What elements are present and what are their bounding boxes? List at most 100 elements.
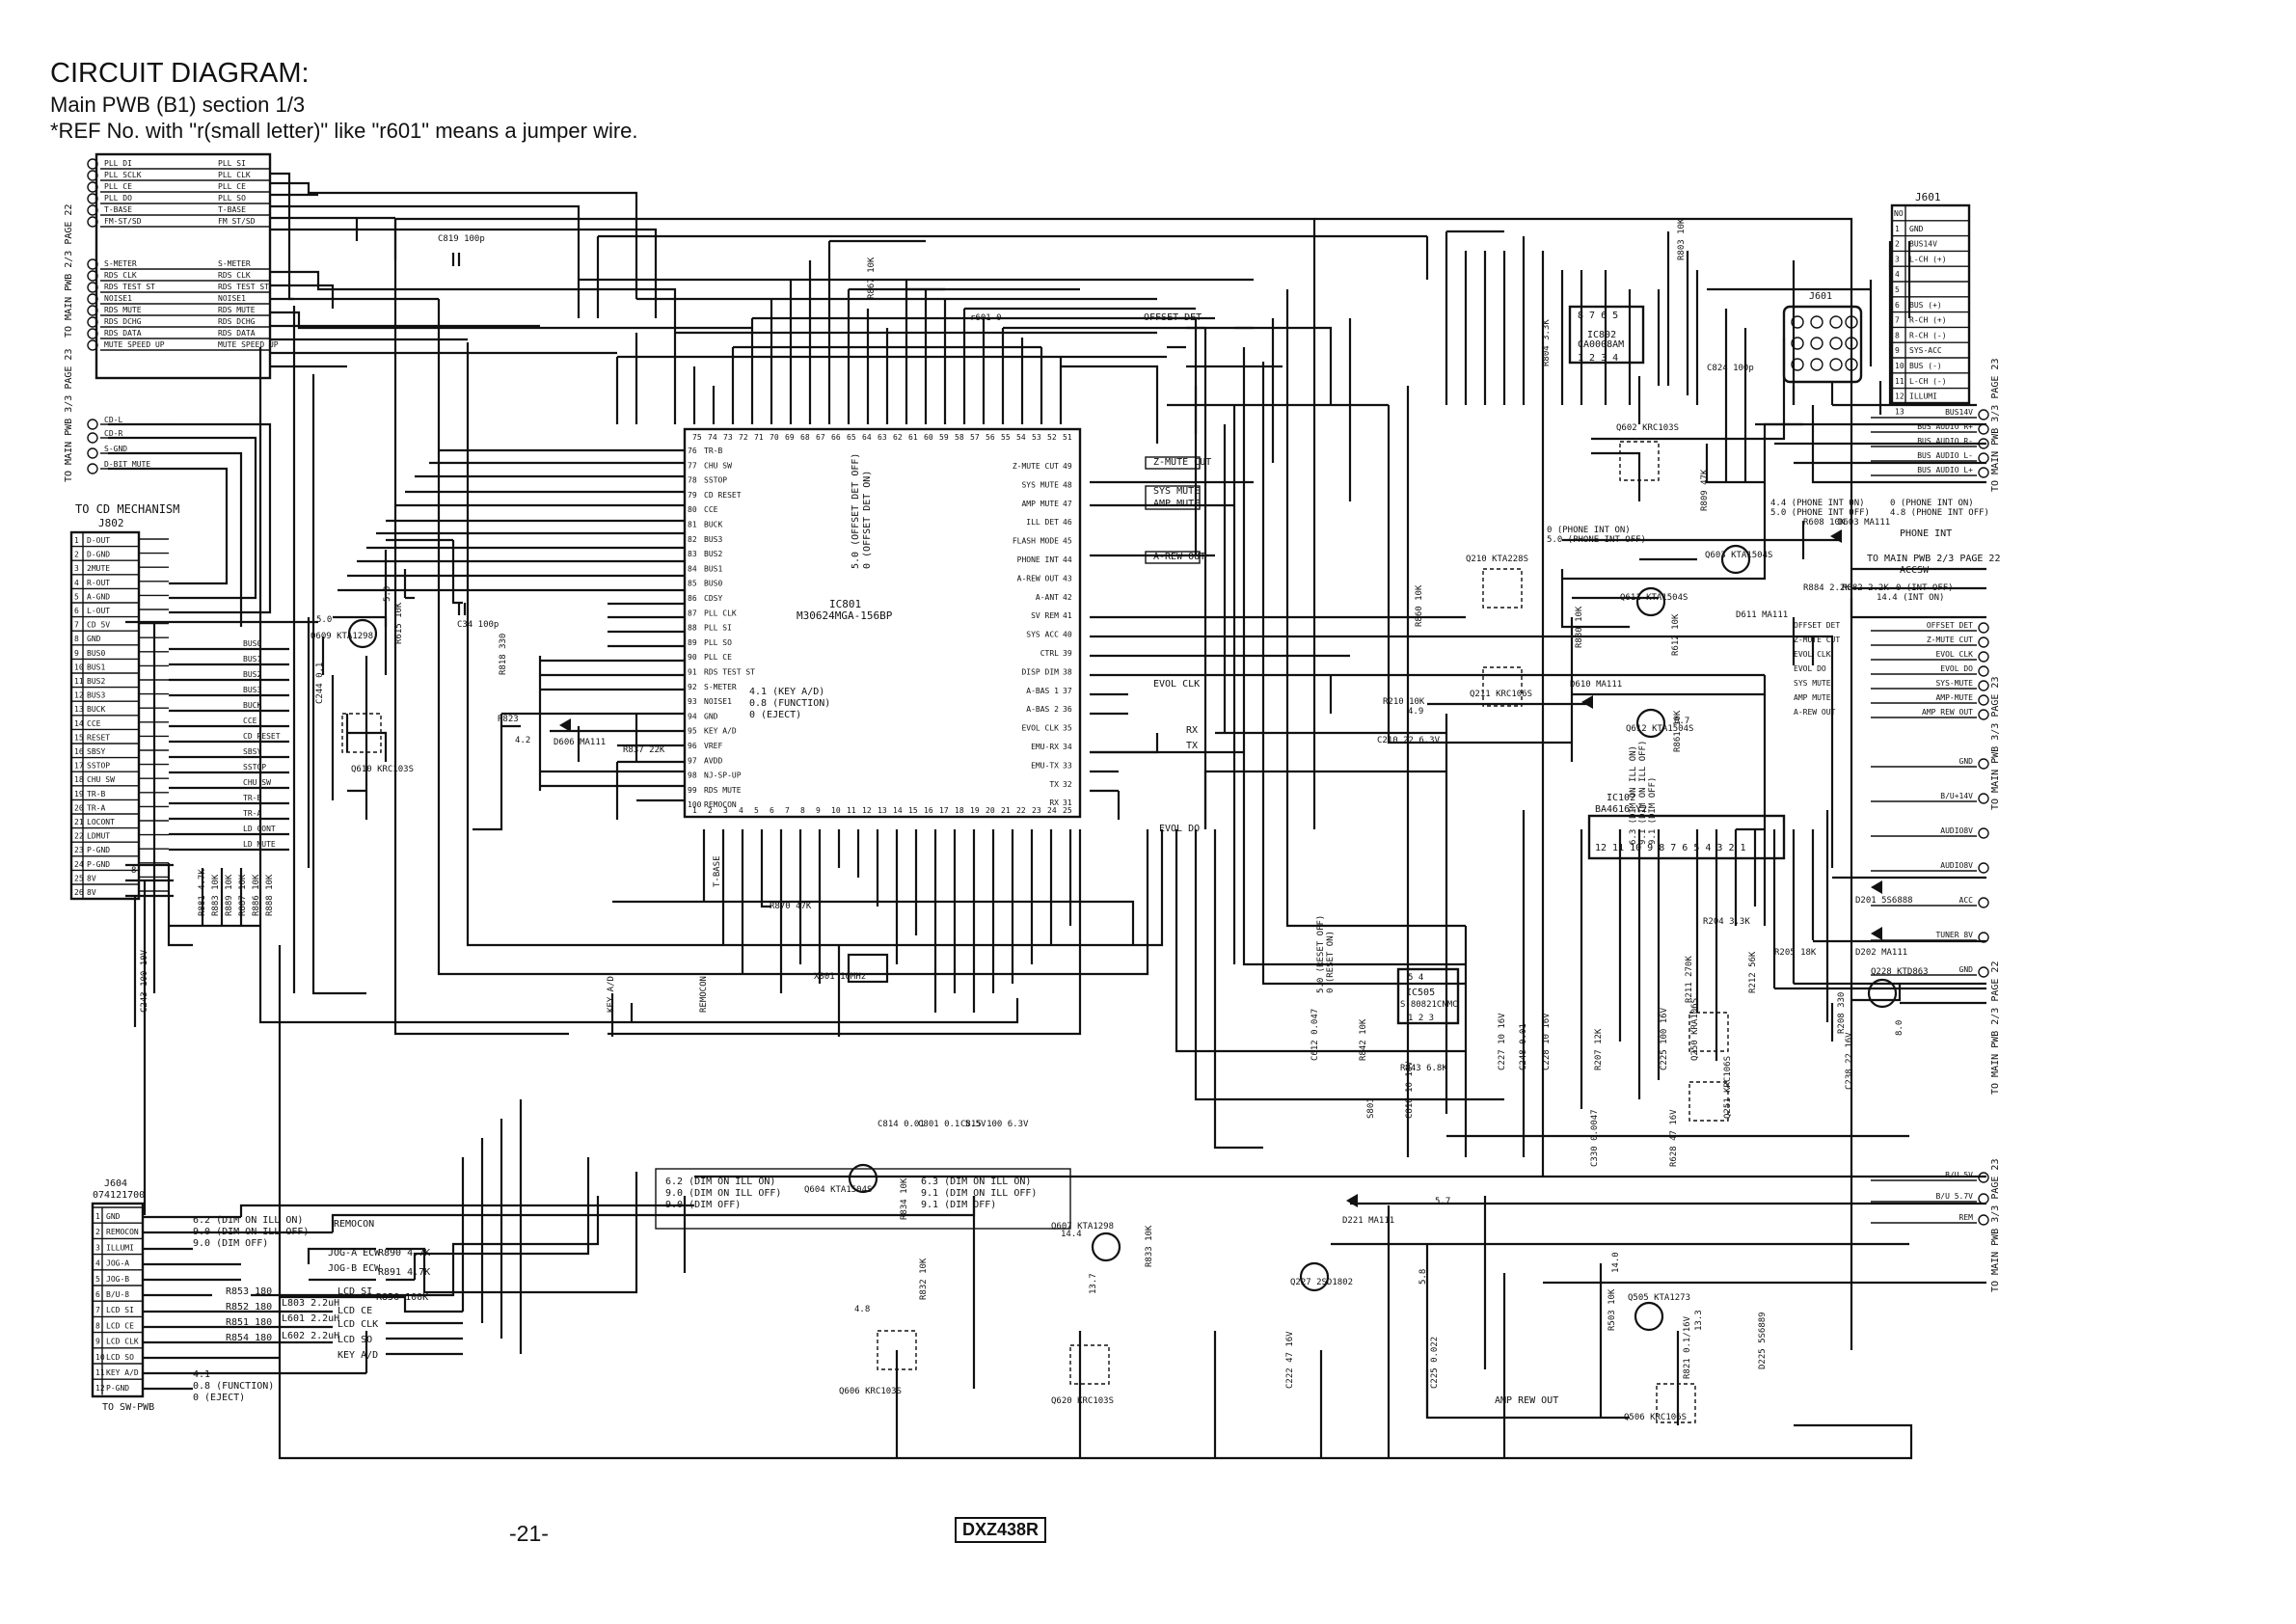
j802-right-label: LD MUTE [243,840,276,849]
right-bus-label: BUS AUDIO R+ [1917,422,1973,431]
right-bus-label: BUS AUDIO R- [1917,437,1973,446]
right-mid-label: OFFSET DET [1927,621,1973,630]
int-note: 0 (INT OFF) [1896,583,1954,593]
j802-pin-label: BUS3 [87,691,105,700]
svg-text:C222 47 16V: C222 47 16V [1285,1331,1295,1389]
ic801-top-pin-num: 59 [939,433,949,442]
j601-pin-label: ILLUMI [1909,392,1937,401]
j802-pin-label: TR-A [87,803,105,812]
ic801-left-pin-num: 86 [688,594,697,603]
page-note: *REF No. with "r(small letter)" like "r6… [50,119,638,143]
ic801-right-pin: Z-MUTE CUT [1013,462,1059,471]
j802-pin-label: LOCONT [87,818,115,826]
j802-pin-label: BUCK [87,705,105,714]
j802-pin-label: TR-B [87,790,105,798]
right-mid-label: AMP-MUTE [1935,693,1973,702]
ic801-right-pin-num: 39 [1063,649,1072,658]
r856: R856 100K [376,1292,428,1303]
pin-circle [1978,467,1989,478]
transistor-q610 [341,713,382,753]
remocon-label: REMOCON [334,1219,374,1230]
dim-note-2: 9.1 (DIM ON ILL OFF) [1638,741,1648,845]
pin-label-right: T-BASE [218,205,246,214]
ic801-right-pin: EMU-TX [1031,761,1059,770]
ic801-left-pin-num: 76 [688,447,697,455]
ic801-left-pin: NJ-SP-UP [704,771,742,780]
diode-d201 [1871,880,1882,894]
pin-label-left: T-BASE [104,205,132,214]
svg-text:R615 10K: R615 10K [394,602,404,644]
j802-pin-label: 8V [87,874,96,882]
ic801-left-pin-num: 93 [688,697,697,706]
ic801-bottom-pin-num: 6 [770,806,774,815]
j802-right-label: BUS2 [243,670,261,679]
ic801-right-pin-num: 37 [1063,687,1072,695]
q604-notes: 6.2 (DIM ON ILL ON) 9.0 (DIM ON ILL OFF)… [655,1168,1071,1230]
pin-label-left: S-METER [104,259,137,268]
wiring [108,172,1986,1460]
ic801-left-pin-num: 96 [688,742,697,750]
j604-pin-label: GND [106,1212,121,1221]
svg-text:1 2 3 4: 1 2 3 4 [1578,353,1618,364]
transistor-q227 [1299,1261,1330,1292]
svg-text:Q620 KRC103S: Q620 KRC103S [1051,1396,1114,1406]
j601-pin-num: 13 [1895,407,1904,416]
svg-text:R608 10K: R608 10K [1803,518,1846,528]
j601-pin-num: 6 [1895,301,1900,310]
svg-text:R833 10K: R833 10K [1145,1225,1154,1267]
ic801-left-pin-num: 90 [688,653,697,662]
ic802-part: CA0008AM [1578,339,1624,350]
ic801-left-pin-num: 94 [688,712,697,720]
right-mid-left-label: AMP MUTE [1794,693,1831,702]
svg-text:C238 22 16V: C238 22 16V [1845,1032,1854,1090]
right-bus-label: BUS AUDIO L- [1917,451,1973,460]
ic802-ref: IC802 [1587,330,1616,340]
ic801-bottom-pin-num: 8 [800,806,805,815]
ic801-bottom-pin-num: 2 [708,806,713,815]
j604-pin-label: JOG-A [106,1259,129,1268]
j604-pin-label: LCD CLK [106,1338,139,1346]
q604-note-2: 9.0 (DIM ON ILL OFF) [665,1188,781,1199]
evol-clk-label: EVOL CLK [1153,679,1200,690]
j604-pin-label: LCD CE [106,1321,134,1330]
page-number: -21- [509,1521,549,1546]
svg-text:Q251 KRC106S: Q251 KRC106S [1723,1056,1733,1119]
ic801-bottom-pin-num: 12 [862,806,872,815]
ic801-left-pin: GND [704,712,718,720]
j601-pin-num: 9 [1895,346,1900,355]
j802-pin-label: 2MUTE [87,564,110,573]
phone-note-2: 5.0 (PHONE INT OFF) [1547,535,1646,545]
svg-text:5.0: 5.0 [383,586,392,602]
ic801-right-pin-num: 36 [1063,705,1072,714]
j802-pin-label: GND [87,635,101,643]
svg-text:5.8: 5.8 [1418,1269,1428,1285]
ic801-left-pin: CCE [704,505,718,514]
ic801-right-pin-num: 32 [1063,780,1072,789]
j802-pin-num: 7 [74,621,79,630]
r890: R890 4.7K [378,1248,430,1259]
ic505-ref: IC505 [1406,988,1435,998]
svg-text:R867 10K: R867 10K [867,257,877,299]
svg-text:C824 100p: C824 100p [1707,364,1754,373]
ic102: IC102 BA4616-Y2 12 11 10 9 8 7 6 5 4 3 2… [1587,793,1786,860]
j802-pin-num: 26 [74,888,84,897]
j802-pin-num: 23 [74,846,84,854]
ic801-bottom-pin-num: 14 [893,806,903,815]
svg-text:C815 100 6.3V: C815 100 6.3V [960,1120,1029,1129]
svg-text:R882 2.2K: R882 2.2K [1842,583,1889,593]
lcd-si-label: LCD SI [338,1286,372,1297]
pin-label-left: MUTE SPEED UP [104,340,165,349]
j802-pin-label: D-OUT [87,536,110,545]
diode-d603 [1830,529,1842,543]
ic801-right-pin: ILL DET [1026,518,1059,527]
j802-pin-label: SSTOP [87,762,110,771]
svg-text:D606 MA111: D606 MA111 [554,738,606,747]
svg-text:5.0: 5.0 [316,615,332,625]
svg-text:R889 10K: R889 10K [225,874,234,916]
pin-label-left: RDS TEST ST [104,283,155,291]
ic801-left-pin: KEY A/D [704,727,737,736]
